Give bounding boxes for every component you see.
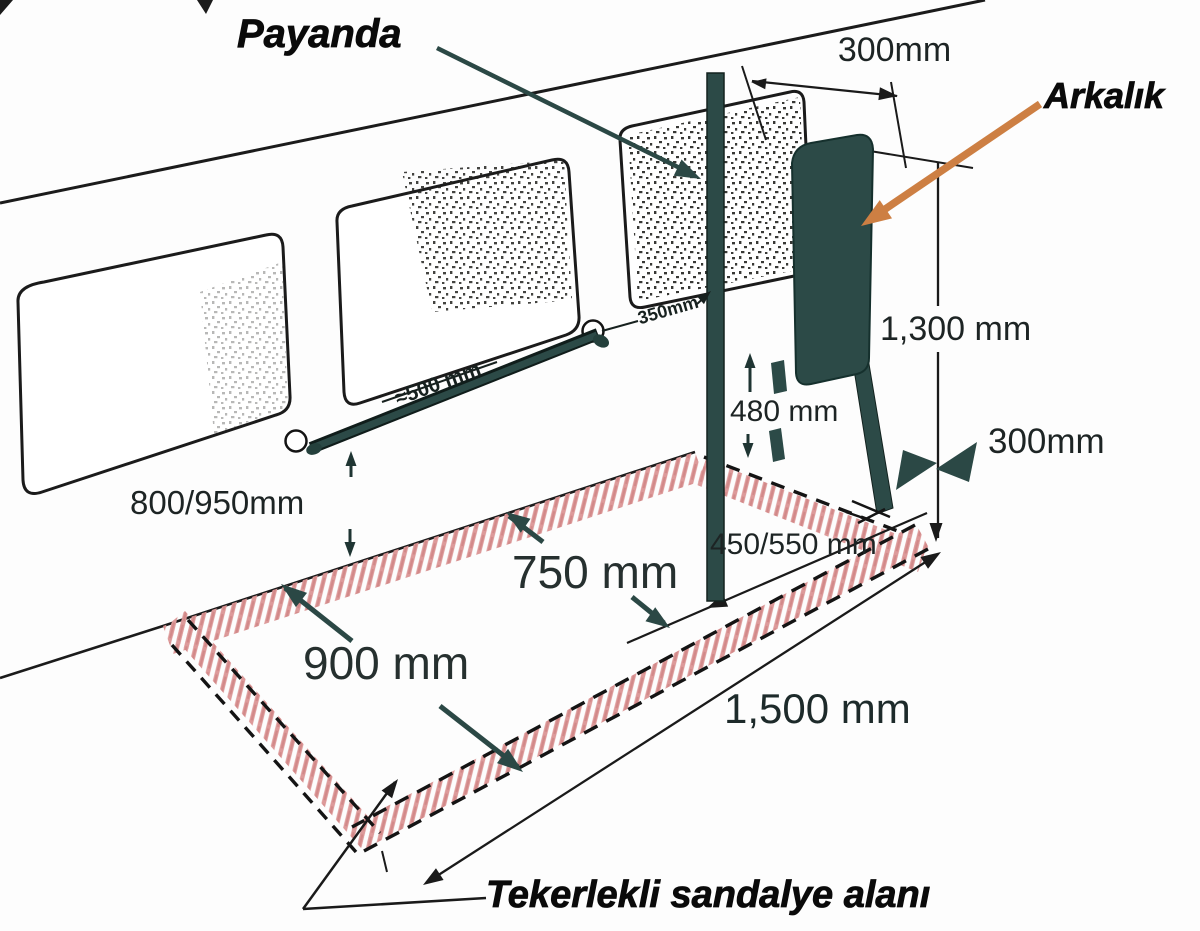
dim-arrow-1300 [929, 523, 943, 542]
dim-arrow-480-down [742, 443, 754, 458]
dim-arrow-750-lower [645, 607, 670, 628]
backrest-leg-foot-scribble [845, 499, 891, 525]
dim-arrow-900-lower [496, 748, 523, 772]
clearance-marker-upper-triangle [936, 442, 977, 482]
dim-arrow-1500-start [423, 868, 444, 885]
dim-ext-300top-left [741, 65, 767, 141]
dim-arrow-750-upper [506, 512, 531, 533]
handrail-bar [310, 331, 599, 452]
dim-label-800-950: 800/950mm [130, 484, 305, 521]
dim-label-750: 750 mm [512, 546, 679, 598]
dim-arrow-300top-left [751, 78, 767, 90]
wheelchair-area-label: Tekerlekli sandalye alanı [486, 874, 931, 916]
area-dashed-edge-front-left-inner [186, 618, 382, 835]
window-1-glass-speckle [200, 262, 288, 434]
dim-line-300top [751, 79, 898, 98]
area-dashed-edge-front-right-inner [351, 523, 916, 829]
clearance-marker-lower-triangle [896, 450, 937, 490]
backrest-front-strut-lower [769, 428, 785, 462]
area-hatch-band-front-left [165, 611, 381, 848]
dim-arrow-800950-down [344, 542, 356, 557]
dim-line-1500 [425, 553, 939, 884]
arkalik-arrow [861, 200, 893, 226]
stanchion-pole [706, 72, 725, 602]
payanda-leader-line [436, 45, 693, 177]
arkalik-label: Arkalık [1044, 75, 1165, 116]
dim-arrow-480-up [744, 353, 756, 368]
dim-arrow-350 [697, 291, 711, 305]
dim-label-300-top: 300mm [837, 31, 952, 69]
payanda-label: Payanda [237, 12, 402, 56]
scan-artifact-corner [0, 0, 13, 15]
area-hatch-band-front-right [350, 524, 929, 850]
handrail-left-flange [284, 429, 308, 453]
payanda-arrow [673, 159, 701, 179]
area-label-leader-1 [301, 781, 397, 910]
handrail-right-endcap [592, 334, 610, 348]
dim-arrow-300top-right [878, 87, 898, 101]
area-label-leader-2 [302, 896, 487, 911]
dim-label-300-right: 300mm [988, 422, 1105, 461]
dim-leader-350-left [601, 320, 639, 332]
arkalik-leader-line [869, 100, 1043, 222]
dim-ext-tick-area-corner [381, 850, 388, 873]
area-dashed-edge-front-left-outer [170, 643, 358, 854]
dim-arrow-1500-end [920, 552, 941, 569]
dim-label-450-550: 450/550 mm [710, 528, 877, 561]
dim-label-480: 480 mm [730, 395, 839, 428]
dim-label-1500: 1,500 mm [724, 685, 911, 732]
dim-label-1300: 1,300 mm [880, 310, 1032, 348]
scan-artifact [197, 0, 213, 14]
wall-top-edge [0, 0, 986, 205]
handrail-left-endcap [306, 443, 322, 455]
dim-label-900: 900 mm [303, 637, 470, 689]
window-2-glass-speckle [402, 160, 572, 312]
area-label-arrow [381, 779, 398, 799]
dim-arrow-900-upper [281, 584, 308, 608]
backrest-cushion [790, 133, 875, 386]
dim-underline-500 [381, 361, 498, 403]
backrest-front-strut-upper [771, 360, 787, 394]
dim-arrow-800950-up [345, 451, 357, 466]
dim-line-450-550 [626, 511, 928, 645]
area-hatch-band-back-right [697, 459, 927, 572]
area-dashed-edge-front-right-outer [363, 547, 929, 853]
